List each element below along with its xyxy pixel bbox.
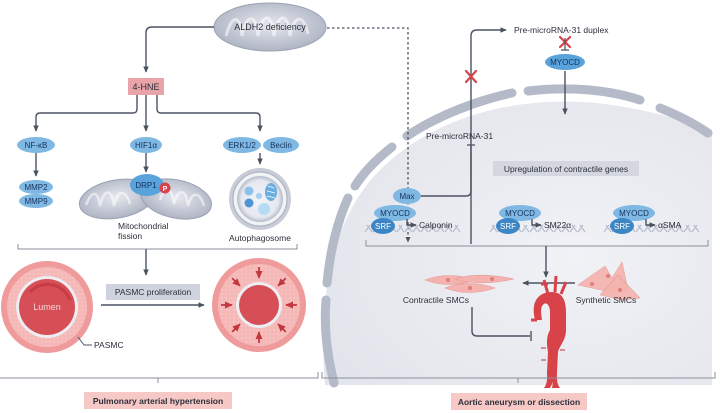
contractile-smcs <box>424 274 515 293</box>
dotted-arrow-aldh2-to-max <box>327 27 411 243</box>
4hne-label: 4-HNE <box>132 82 159 92</box>
drp1-label: DRP1 <box>135 181 157 190</box>
myocd-cyto-pill: MYOCD <box>545 54 585 70</box>
aortic-label: Aortic aneurysm or dissection <box>458 397 580 407</box>
max-label: Max <box>399 192 414 201</box>
proliferation-label: PASMC proliferation <box>115 287 192 297</box>
autophagosome <box>229 168 291 230</box>
nucleus <box>320 84 713 388</box>
phospho-badge: P <box>159 182 171 194</box>
aortic-badge: Aortic aneurysm or dissection <box>451 393 587 410</box>
beclin-pill: Beclin <box>263 137 299 153</box>
srf-pill <box>610 218 634 234</box>
block-x-duplex <box>558 35 572 51</box>
gene-label: SM22α <box>544 220 571 230</box>
inward-arrow <box>231 277 241 287</box>
srf-label: SRF <box>614 222 630 231</box>
srf-pill <box>371 218 395 234</box>
hif1a-label: HIF1α <box>135 141 157 150</box>
fission-mitochondria <box>78 178 212 220</box>
mito-fission-caption-1: Mitochondrial <box>118 221 169 231</box>
beclin-label: Beclin <box>270 141 292 150</box>
contractile-label: Contractile SMCs <box>403 295 469 305</box>
gene-label: Calponin <box>419 220 453 230</box>
bracket-right-genes <box>365 240 709 247</box>
pasmc-pointer <box>77 336 92 346</box>
aorta <box>531 275 568 388</box>
mmp2-pill: MMP2 <box>19 180 53 194</box>
nfkb-label: NF-κB <box>25 141 48 150</box>
inward-arrow <box>277 277 287 287</box>
mito-fission-caption-2: fission <box>118 231 142 241</box>
bracket-left-mechanisms <box>17 244 298 250</box>
bracket-bottom-left <box>0 372 319 379</box>
srf-label: SRF <box>500 222 516 231</box>
normal-vessel: Lumen <box>1 261 93 353</box>
mmp9-pill: MMP9 <box>19 194 53 208</box>
arrow-4hne-to-nfkb <box>33 95 138 132</box>
erk12-pill: ERK1/2 <box>223 137 261 153</box>
myocd-label: MYOCD <box>505 209 535 218</box>
proliferation-badge: PASMC proliferation <box>106 284 200 300</box>
remodeled-vessel <box>212 258 306 352</box>
myocd-label: MYOCD <box>380 209 410 218</box>
upregulation-badge: Upregulation of contractile genes <box>493 161 639 176</box>
gene-complex: MYOCD SRF Calponin <box>364 205 461 234</box>
aldh2-label: ALDH2 deficiency <box>234 22 306 32</box>
inward-arrow <box>277 323 287 333</box>
mmp9-label: MMP9 <box>24 197 48 206</box>
duplex-label: Pre-microRNA-31 duplex <box>514 25 609 35</box>
inhibit-bar-premir <box>467 144 475 152</box>
gene-complex: MYOCD SRF SM22α <box>489 205 586 234</box>
srf-label: SRF <box>375 222 391 231</box>
srf-pill <box>496 218 520 234</box>
arrow-to-duplex <box>470 27 507 244</box>
inhibit-line-contractile-to-aorta <box>471 307 530 337</box>
phospho-label: P <box>163 186 168 193</box>
pasmc-label: PASMC <box>94 340 124 350</box>
hif1a-pill: HIF1α <box>130 137 162 153</box>
arrow-to-gene <box>645 219 656 228</box>
mmp2-label: MMP2 <box>24 183 48 192</box>
nfkb-pill: NF-κB <box>17 137 55 153</box>
synthetic-smcs <box>577 261 641 301</box>
myocd-pill <box>499 205 541 221</box>
block-x-export <box>464 69 478 84</box>
upregulation-label: Upregulation of contractile genes <box>504 164 628 174</box>
myocd-pill <box>613 205 655 221</box>
gene-complex: MYOCD SRF αSMA <box>603 205 700 234</box>
pah-label: Pulmonary arterial hypertension <box>93 396 223 406</box>
autophagosome-caption: Autophagosome <box>229 233 291 243</box>
arrow-aldh2-to-4hne <box>143 26 214 73</box>
arrow-to-gene <box>531 219 542 228</box>
arrow-4hne-to-erk <box>156 95 263 132</box>
inward-arrows <box>221 267 297 343</box>
myocd-cyto-label: MYOCD <box>550 58 580 67</box>
premir-label: Pre-microRNA-31 <box>426 131 493 141</box>
myocd-pill <box>374 205 416 221</box>
synthetic-label: Synthetic SMCs <box>576 295 636 305</box>
aldh2-mitochondrion: ALDH2 deficiency <box>213 2 327 52</box>
line-max-to-premir <box>421 152 472 197</box>
4hne-box: 4-HNE <box>128 78 164 95</box>
lumen-label: Lumen <box>33 302 61 312</box>
max-pill: Max <box>393 188 421 204</box>
erk12-label: ERK1/2 <box>228 141 256 150</box>
gene-complexes: MYOCD SRF Calponin MYOCD SRF SM22α MYOCD SRF αSM… <box>364 205 700 234</box>
drp1-pill: DRP1 <box>130 174 164 196</box>
gene-label: αSMA <box>658 220 682 230</box>
arrow-to-gene <box>406 219 417 228</box>
myocd-label: MYOCD <box>619 209 649 218</box>
pah-badge: Pulmonary arterial hypertension <box>84 392 232 409</box>
inward-arrow <box>231 323 241 333</box>
